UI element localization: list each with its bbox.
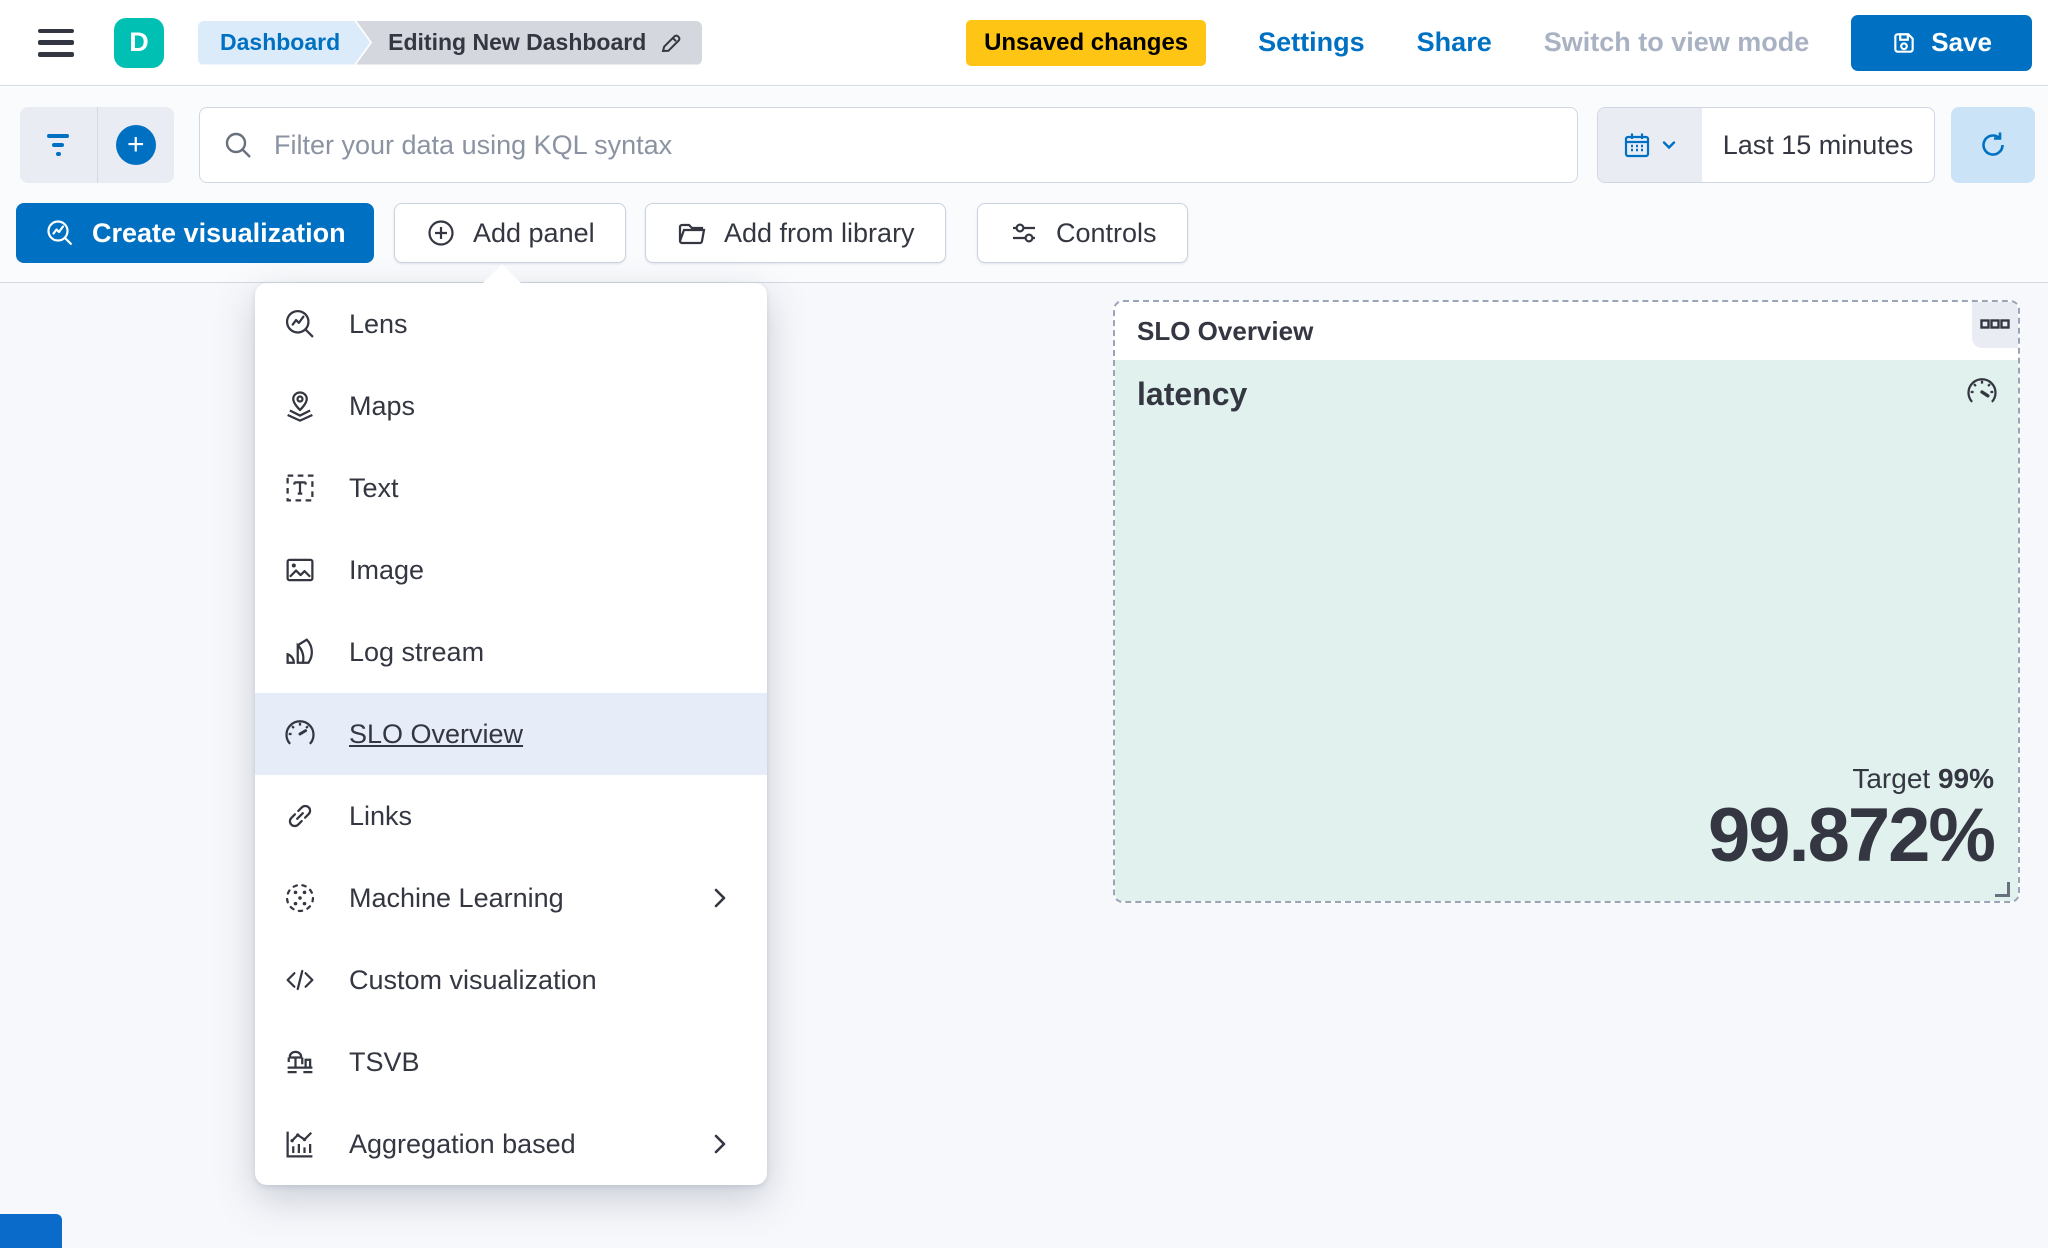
menu-item-label: SLO Overview	[349, 718, 524, 749]
menu-item-lens[interactable]: Lens	[255, 283, 767, 365]
breadcrumb-dashboard[interactable]: Dashboard	[198, 21, 370, 65]
slo-target: Target 99%	[1708, 763, 1994, 795]
menu-item-label: Image	[349, 554, 425, 585]
kql-search-input[interactable]	[274, 129, 1555, 161]
create-visualization-label: Create visualization	[92, 217, 346, 248]
add-from-library-label: Add from library	[724, 217, 915, 248]
menu-item-slo-overview[interactable]: SLO Overview	[255, 693, 767, 775]
unsaved-changes-badge: Unsaved changes	[966, 19, 1207, 66]
filter-bar: + Last 15 minutes	[0, 87, 2048, 200]
breadcrumb-current[interactable]: Editing New Dashboard	[356, 20, 703, 65]
top-bar-actions: Unsaved changes Settings Share Switch to…	[966, 14, 2048, 71]
add-panel-menu: Lens Maps Text I	[255, 264, 767, 1185]
chevron-down-icon	[1662, 141, 1676, 150]
filter-button[interactable]	[20, 107, 97, 183]
slo-target-value: 99%	[1937, 762, 1994, 794]
save-button[interactable]: Save	[1851, 14, 2032, 71]
panel-resize-handle[interactable]	[1995, 882, 2010, 897]
kql-search-bar	[199, 107, 1578, 183]
add-filter-button[interactable]: +	[96, 107, 175, 183]
refresh-icon	[1982, 132, 2004, 156]
menu-item-machine-learning[interactable]: Machine Learning	[255, 857, 767, 939]
pencil-icon[interactable]	[658, 30, 684, 56]
save-button-label: Save	[1931, 27, 1992, 57]
filter-icon	[47, 134, 70, 156]
code-icon	[286, 969, 314, 991]
time-range-value[interactable]: Last 15 minutes	[1722, 129, 1914, 160]
text-icon	[286, 474, 314, 502]
time-picker: Last 15 minutes	[1597, 107, 1935, 183]
add-from-library-button[interactable]: Add from library	[645, 203, 946, 263]
switch-view-mode-link[interactable]: Switch to view mode	[1543, 27, 1810, 57]
query-button-group: +	[20, 107, 174, 183]
elastic-logo[interactable]: D	[114, 17, 164, 68]
controls-label: Controls	[1056, 217, 1157, 248]
chevron-right-icon	[714, 1134, 726, 1154]
menu-item-maps[interactable]: Maps	[255, 365, 767, 447]
panel-title: SLO Overview	[1137, 315, 1314, 346]
menu-item-text[interactable]: Text	[255, 447, 767, 529]
menu-item-label: Aggregation based	[349, 1128, 576, 1159]
share-link[interactable]: Share	[1416, 27, 1492, 57]
new-panel-placeholder	[0, 1214, 62, 1248]
refresh-button[interactable]	[1951, 107, 2035, 183]
lens-icon	[47, 220, 73, 246]
panel-header: SLO Overview	[1115, 302, 2018, 360]
plus-circle-icon: +	[115, 125, 156, 165]
save-icon	[1894, 32, 1915, 53]
sliders-icon	[1013, 223, 1035, 243]
add-panel-button[interactable]: Add panel	[394, 203, 626, 263]
add-panel-label: Add panel	[473, 217, 595, 248]
menu-item-log-stream[interactable]: Log stream	[255, 611, 767, 693]
slo-metric-values: Target 99% 99.872%	[1707, 763, 1996, 878]
log-stream-icon	[286, 638, 313, 664]
link-icon	[288, 804, 312, 828]
settings-link[interactable]: Settings	[1258, 27, 1365, 57]
menu-item-label: Log stream	[349, 636, 485, 667]
breadcrumb-current-label: Editing New Dashboard	[388, 29, 647, 55]
plus-in-circle-icon	[428, 220, 454, 246]
machine-learning-icon	[285, 883, 315, 913]
maps-icon	[287, 391, 313, 422]
menu-item-label: Lens	[349, 308, 408, 339]
slo-overview-panel: SLO Overview latency Target 99%	[1113, 300, 2020, 903]
boxes-horizontal-icon	[1980, 319, 2010, 329]
top-bar: D Dashboard Editing New Dashboard Unsave…	[0, 0, 2048, 86]
menu-item-label: Custom visualization	[349, 964, 597, 995]
menu-item-label: Maps	[349, 390, 416, 421]
slo-metric-name: latency	[1137, 376, 1248, 412]
time-picker-calendar-button[interactable]	[1598, 108, 1702, 182]
gauge-icon	[285, 720, 315, 745]
slo-metric-body[interactable]: latency Target 99% 99.872%	[1115, 360, 2018, 901]
controls-button[interactable]: Controls	[977, 203, 1188, 263]
menu-item-label: TSVB	[349, 1046, 420, 1077]
aggregation-icon	[286, 1131, 313, 1158]
menu-item-links[interactable]: Links	[255, 775, 767, 857]
menu-item-custom-visualization[interactable]: Custom visualization	[255, 939, 767, 1021]
edit-toolbar: Create visualization Add panel Add from …	[0, 200, 2048, 283]
calendar-icon	[1624, 133, 1650, 158]
breadcrumb: Dashboard Editing New Dashboard	[198, 20, 703, 65]
search-icon	[225, 132, 251, 158]
create-visualization-button[interactable]: Create visualization	[16, 203, 374, 263]
image-icon	[286, 558, 314, 582]
menu-item-label: Links	[349, 800, 413, 831]
menu-item-label: Machine Learning	[349, 882, 564, 913]
tsvb-icon	[287, 1050, 313, 1074]
slo-target-label: Target	[1852, 762, 1931, 794]
menu-hamburger-icon[interactable]	[38, 28, 74, 57]
lens-icon	[285, 309, 314, 338]
menu-item-label: Text	[349, 472, 399, 503]
menu-item-image[interactable]: Image	[255, 529, 767, 611]
menu-item-aggregation-based[interactable]: Aggregation based	[255, 1103, 767, 1185]
folder-icon	[678, 223, 706, 245]
gauge-icon	[1967, 378, 1997, 403]
slo-value: 99.872%	[1707, 792, 1996, 878]
panel-options-button[interactable]	[1972, 302, 2018, 348]
chevron-right-icon	[714, 888, 726, 908]
menu-item-tsvb[interactable]: TSVB	[255, 1021, 767, 1103]
